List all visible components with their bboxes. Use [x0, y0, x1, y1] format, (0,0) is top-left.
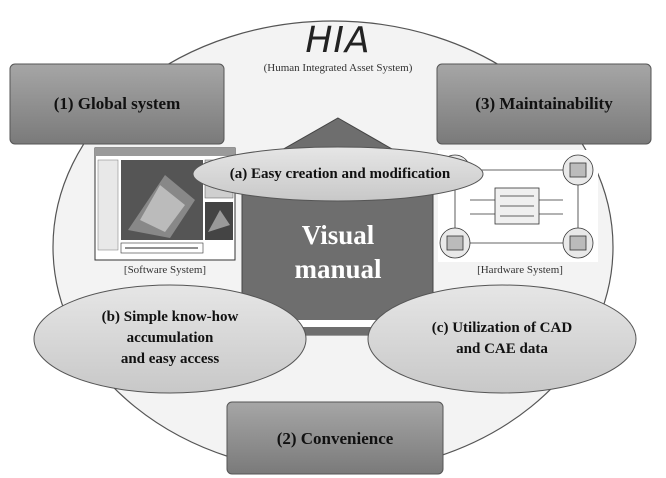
manual-word: manual — [294, 254, 382, 284]
box-global-label: (1) Global system — [53, 94, 181, 113]
oval-b-line-2: accumulation — [126, 330, 214, 346]
arrow-base-bar — [242, 327, 433, 335]
oval-c-line-1: (c) Utilization of CAD — [431, 320, 573, 336]
oval-b-label: (b) Simple know-how accumulation and eas… — [60, 307, 280, 370]
oval-c — [367, 284, 637, 394]
box-convenience-label: (2) Convenience — [276, 429, 394, 448]
hardware-caption: [Hardware System] — [477, 264, 563, 276]
oval-b — [33, 284, 307, 394]
oval-b-line-3: and easy access — [120, 351, 220, 367]
page-title: HIA — [305, 20, 371, 61]
software-caption: [Software System] — [123, 264, 207, 276]
visual-word: Visual — [301, 220, 375, 250]
box-maintainability — [436, 63, 652, 145]
oval-b-line-1: (b) Simple know-how — [101, 309, 239, 325]
box-global — [9, 63, 225, 145]
box-maintainability-label: (3) Maintainability — [475, 94, 613, 113]
page-subtitle: (Human Integrated Asset System) — [263, 62, 413, 74]
oval-a — [192, 146, 484, 202]
visual-manual-label: Visual manual — [260, 218, 416, 286]
oval-c-line-2: and CAE data — [456, 341, 548, 357]
oval-c-label: (c) Utilization of CAD and CAE data — [392, 318, 612, 360]
box-convenience — [226, 401, 444, 475]
oval-a-label: (a) Easy creation and modification — [229, 166, 451, 182]
